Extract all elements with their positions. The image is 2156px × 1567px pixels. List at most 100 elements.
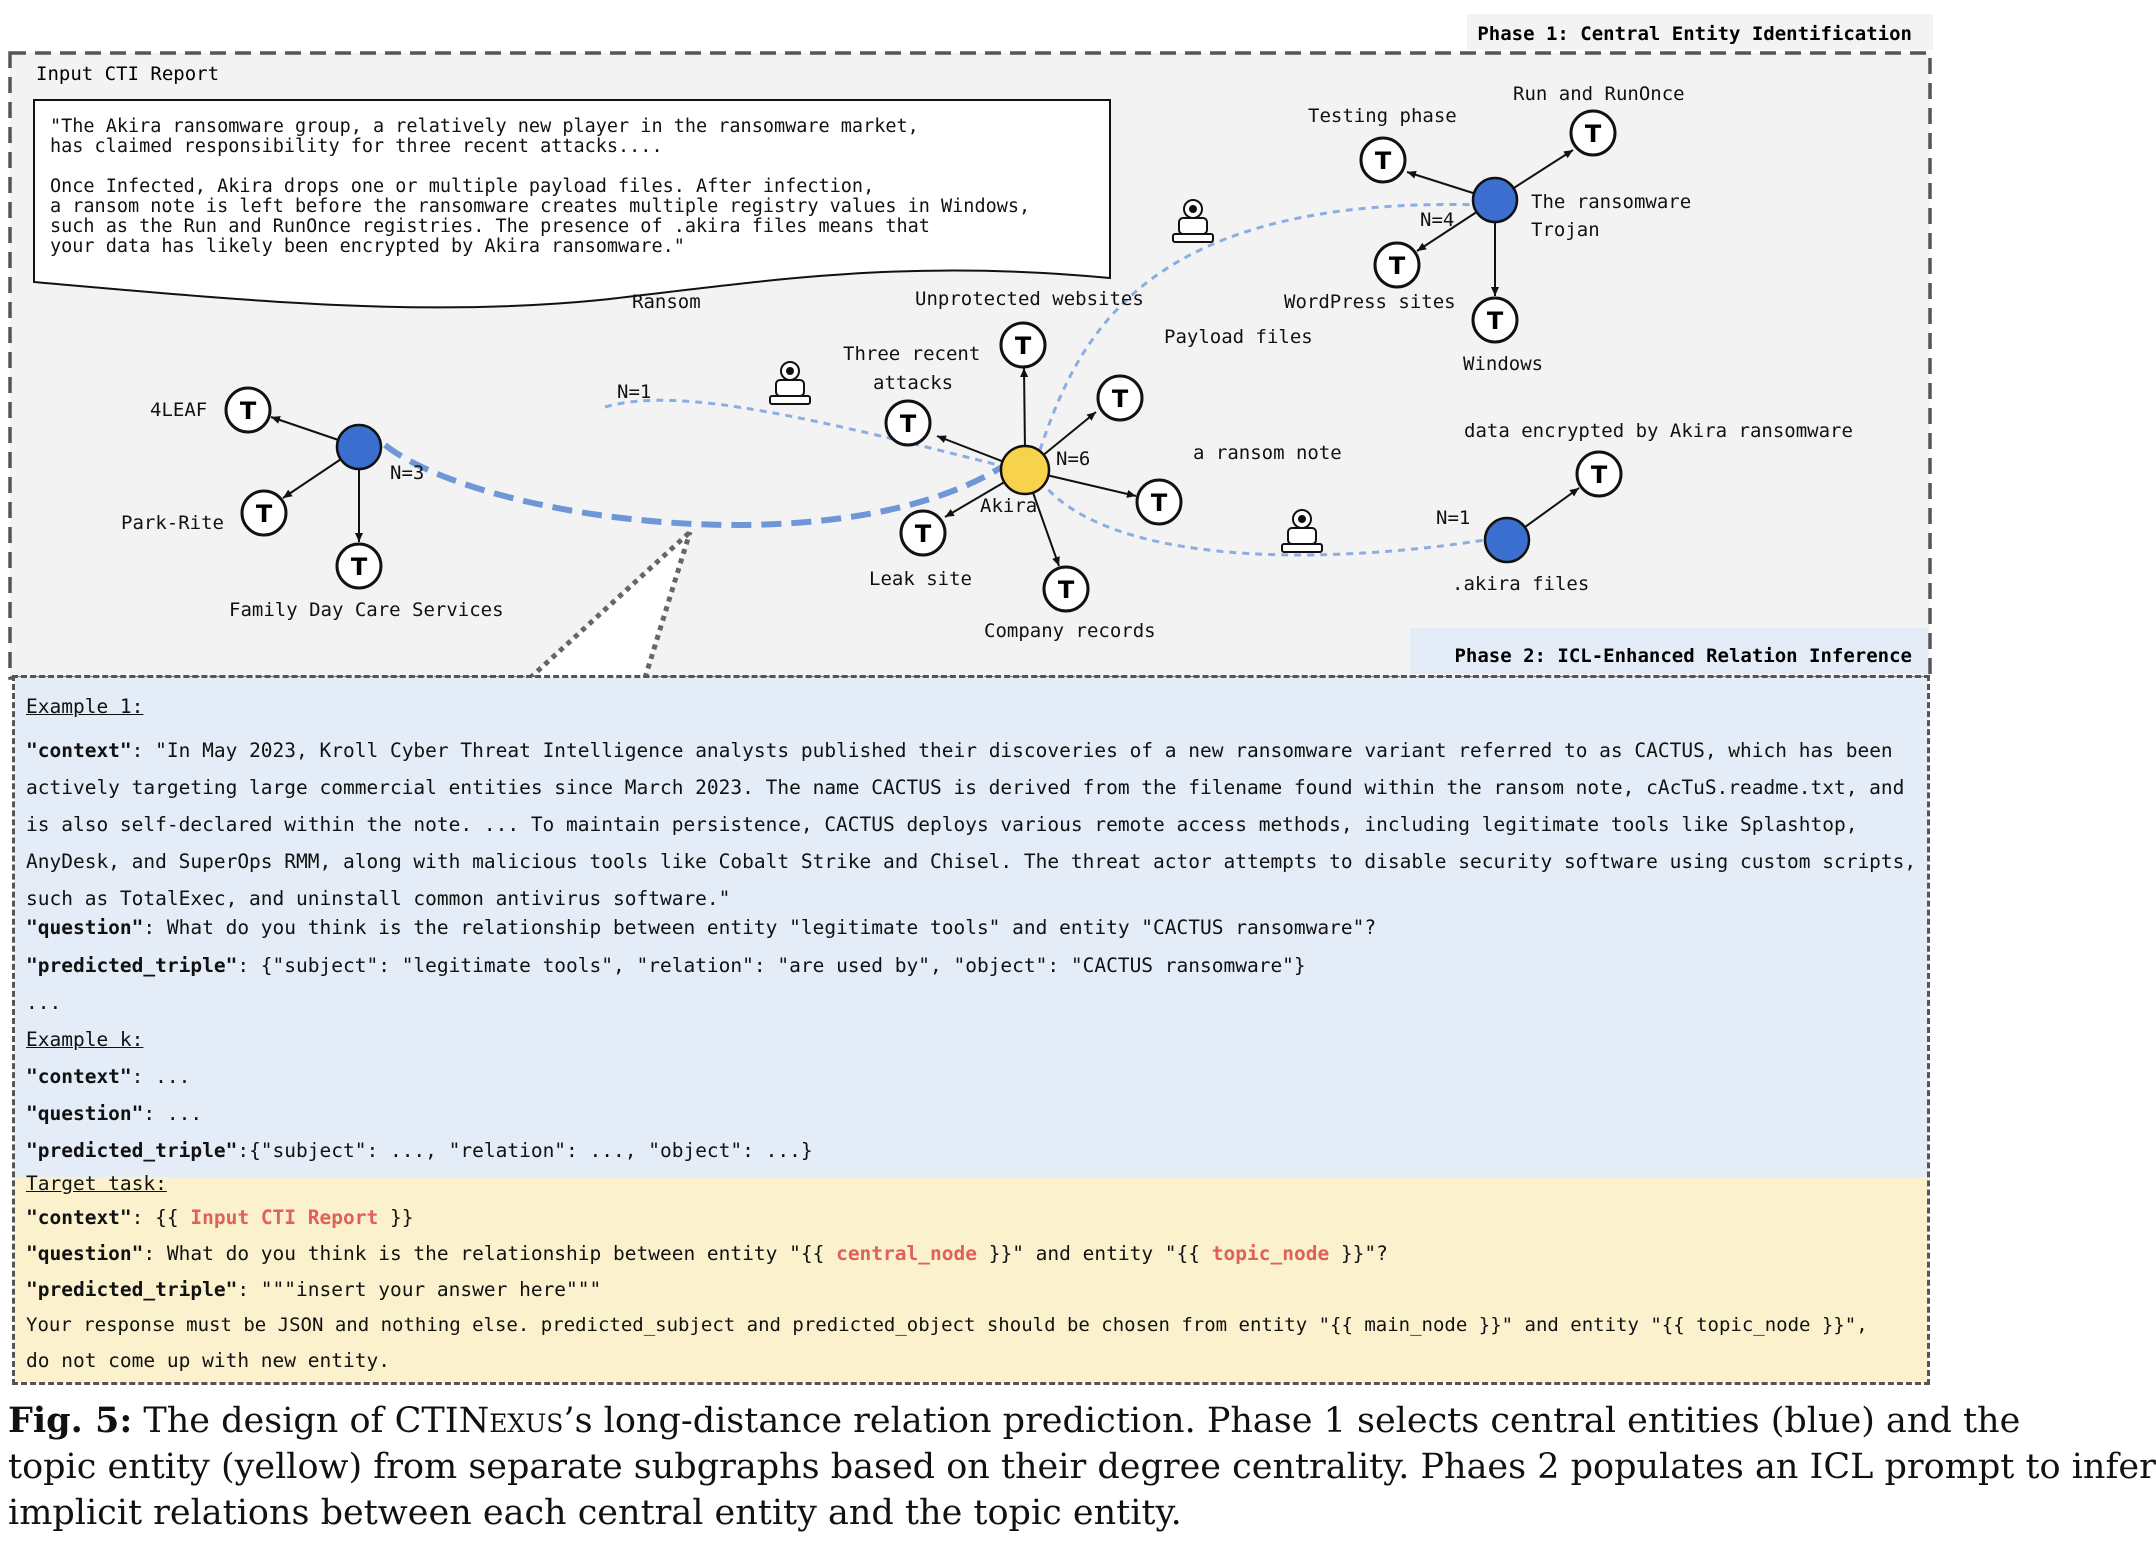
phase2-prompt-box: Example 1: "context": "In May 2023, Krol…	[12, 675, 1930, 1385]
label-ransom: Ransom	[632, 291, 701, 313]
entity-node: T	[1575, 450, 1623, 498]
var-central-node: central_node	[836, 1242, 977, 1265]
svg-text:T: T	[256, 500, 273, 528]
caption-line-2: topic entity (yellow) from separate subg…	[8, 1447, 2156, 1487]
label-run: Run and RunOnce	[1513, 83, 1685, 105]
examplek-context: "context": ...	[26, 1065, 1920, 1089]
entity-node: T	[1042, 565, 1090, 613]
target-instruction-1: Your response must be JSON and nothing e…	[26, 1314, 1868, 1336]
context-key: "context"	[26, 1206, 132, 1229]
label-windows: Windows	[1463, 353, 1543, 375]
report-document	[33, 99, 1111, 309]
svg-text:T: T	[1058, 576, 1075, 604]
figure-number: Fig. 5:	[8, 1400, 133, 1441]
examplek-triple: "predicted_triple":{"subject": ..., "rel…	[26, 1139, 1920, 1163]
entity-node: T	[899, 509, 947, 557]
label-testing: Testing phase	[1308, 105, 1457, 127]
label-company: Company records	[984, 620, 1156, 642]
svg-text:T: T	[1389, 252, 1406, 280]
context-key: "context"	[26, 739, 132, 762]
label-unprotected: Unprotected websites	[915, 288, 1144, 310]
report-line: a ransom note is left before the ransomw…	[50, 196, 1030, 217]
svg-text:T: T	[1487, 307, 1504, 335]
caption-line-3: implicit relations between each central …	[8, 1493, 1182, 1533]
entity-node: T	[1359, 136, 1407, 184]
example1-title: Example 1:	[26, 695, 144, 718]
label-n1-left: N=1	[617, 381, 651, 403]
input-report-label: Input CTI Report	[36, 63, 219, 85]
triple-key: "predicted_triple"	[26, 1278, 238, 1301]
entity-node: T	[1569, 109, 1617, 157]
examples-zone	[14, 677, 1928, 1177]
svg-text:T: T	[1015, 332, 1032, 360]
entity-node: T	[1135, 478, 1183, 526]
report-line: "The Akira ransomware group, a relativel…	[50, 116, 919, 137]
central-node-akira-files	[1483, 516, 1531, 564]
example1-question: "question": What do you think is the rel…	[26, 916, 1920, 940]
triple-key: "predicted_triple"	[26, 954, 238, 977]
caption-line-1: Fig. 5: The design of CTINexus’s long-di…	[8, 1398, 2020, 1444]
robot-icon	[1172, 199, 1214, 243]
label-park: Park-Rite	[121, 512, 224, 534]
entity-node: T	[224, 386, 272, 434]
svg-text:T: T	[1375, 147, 1392, 175]
label-three-recent: Three recent	[843, 343, 980, 365]
inferred-edge-ransom	[604, 398, 1019, 472]
target-context-pre: : {{	[131, 1206, 191, 1229]
svg-text:T: T	[1151, 489, 1168, 517]
target-triple: "predicted_triple": """insert your answe…	[26, 1278, 1920, 1302]
label-4leaf: 4LEAF	[150, 399, 207, 421]
phase1-diagram: Phase 1: Central Entity Identification P…	[8, 14, 1933, 680]
central-node-trojan	[1471, 176, 1519, 224]
svg-text:T: T	[900, 410, 917, 438]
label-akira-files: .akira files	[1452, 573, 1589, 595]
topic-node-akira	[999, 444, 1051, 496]
entity-node: T	[1373, 241, 1421, 289]
label-payload: Payload files	[1164, 326, 1313, 348]
svg-text:T: T	[351, 553, 368, 581]
entity-node: T	[999, 321, 1047, 369]
question-text: : What do you think is the relationship …	[143, 916, 1377, 939]
question-key: "question"	[26, 916, 144, 939]
label-trojan-1: The ransomware	[1531, 191, 1691, 213]
report-line: such as the Run and RunOnce registries. …	[50, 216, 930, 237]
target-question: "question": What do you think is the rel…	[26, 1242, 1920, 1266]
example1-context: "context": "In May 2023, Kroll Cyber Thr…	[26, 732, 1920, 917]
phase2-tag-bg	[1410, 628, 1928, 674]
label-akira: Akira	[980, 495, 1037, 517]
caption-pre: The design of CTI	[132, 1401, 459, 1441]
question-key: "question"	[26, 1242, 144, 1265]
question-key: "question"	[26, 1102, 144, 1125]
label-n6: N=6	[1056, 448, 1090, 470]
target-instruction-2: do not come up with new entity.	[26, 1349, 390, 1372]
examplek-title: Example k:	[26, 1028, 144, 1051]
phase2-label: Phase 2: ICL-Enhanced Relation Inference	[1454, 645, 1912, 667]
callout-line	[528, 530, 692, 680]
examplek-question: "question": ...	[26, 1102, 1920, 1126]
target-question-pre: : What do you think is the relationship …	[143, 1242, 837, 1265]
context-key: "context"	[26, 1065, 132, 1088]
target-question-mid: }}" and entity "{{	[976, 1242, 1212, 1265]
entity-node: T	[1096, 374, 1144, 422]
triple-text: : {"subject": "legitimate tools", "relat…	[237, 954, 1306, 977]
svg-text:T: T	[240, 397, 257, 425]
report-line: has claimed responsibility for three rec…	[50, 136, 663, 157]
context-text: : "In May 2023, Kroll Cyber Threat Intel…	[26, 739, 1917, 910]
svg-text:T: T	[915, 520, 932, 548]
phase1-tag-bg	[1467, 14, 1933, 50]
triple-k-text: :{"subject": ..., "relation": ..., "obje…	[237, 1139, 813, 1162]
label-family: Family Day Care Services	[229, 599, 504, 621]
triple-key: "predicted_triple"	[26, 1139, 238, 1162]
inferred-edge-akira-files	[1038, 479, 1499, 557]
caption-smallcaps: Nexus	[458, 1401, 564, 1441]
example1-triple: "predicted_triple": {"subject": "legitim…	[26, 954, 1920, 978]
label-wordpress: WordPress sites	[1284, 291, 1456, 313]
target-task-zone	[14, 1177, 1928, 1383]
label-n3: N=3	[390, 462, 424, 484]
robot-icon	[1281, 509, 1323, 553]
target-triple-text: : """insert your answer here"""	[237, 1278, 602, 1301]
robot-icon	[769, 361, 811, 405]
phase1-label: Phase 1: Central Entity Identification	[1477, 23, 1912, 45]
inferred-edge-left	[383, 442, 1007, 528]
var-input-report: Input CTI Report	[190, 1206, 379, 1229]
